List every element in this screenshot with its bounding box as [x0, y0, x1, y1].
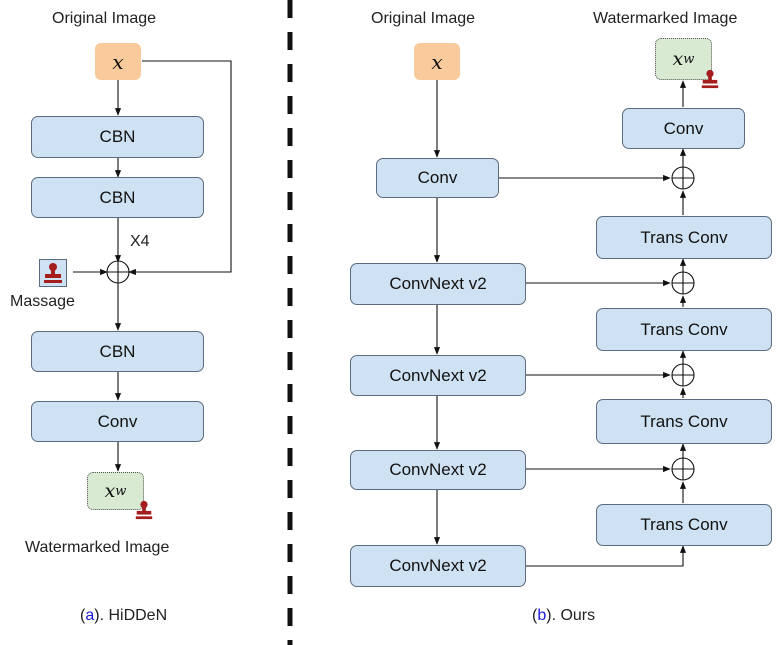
right-caption: (b). Ours: [532, 607, 596, 624]
arrow-cnx4-to-tconv4: [526, 545, 687, 567]
decoder-transconv-1: Trans Conv: [596, 216, 772, 259]
left-block-cbn-2: CBN: [31, 177, 204, 218]
message-label: Massage: [10, 293, 75, 310]
decoder-transconv-2: Trans Conv: [596, 308, 772, 351]
left-block-cbn-3: CBN: [31, 331, 204, 372]
decoder-conv: Conv: [622, 108, 745, 149]
right-caption-text: ). Ours: [546, 607, 596, 624]
left-input-node: x: [95, 43, 141, 80]
decoder-transconv-4: Trans Conv: [596, 504, 772, 546]
left-output-stamp-icon: [135, 500, 153, 520]
left-block-conv: Conv: [31, 401, 204, 442]
message-stamp-icon: [44, 263, 62, 283]
right-output-title: Watermarked Image: [593, 10, 738, 27]
decoder-transconv-3: Trans Conv: [596, 399, 772, 444]
right-output-symbol: x: [672, 48, 684, 70]
repeat-label: X4: [130, 233, 150, 250]
encoder-convnext-2: ConvNext v2: [350, 355, 526, 396]
left-output-title: Watermarked Image: [25, 539, 170, 556]
left-input-symbol: x: [112, 49, 124, 74]
left-caption: (a). HiDDeN: [80, 607, 168, 624]
encoder-convnext-3: ConvNext v2: [350, 450, 526, 490]
encoder-conv: Conv: [376, 158, 499, 198]
encoder-convnext-4: ConvNext v2: [350, 545, 526, 587]
right-caption-letter: b: [537, 607, 547, 624]
encoder-convnext-1: ConvNext v2: [350, 263, 526, 305]
skip-input-to-sum: [128, 60, 232, 276]
left-input-title: Original Image: [52, 10, 157, 27]
left-block-cbn-1: CBN: [31, 116, 204, 158]
right-input-symbol: x: [431, 49, 443, 74]
left-output-subscript: w: [115, 483, 127, 499]
right-input-title: Original Image: [371, 10, 476, 27]
left-output-symbol: x: [104, 480, 116, 502]
right-output-subscript: w: [683, 51, 695, 67]
right-output-stamp-icon: [701, 69, 719, 89]
left-caption-text: ). HiDDeN: [94, 607, 168, 624]
left-caption-letter: a: [85, 607, 95, 624]
right-input-node: x: [414, 43, 460, 80]
